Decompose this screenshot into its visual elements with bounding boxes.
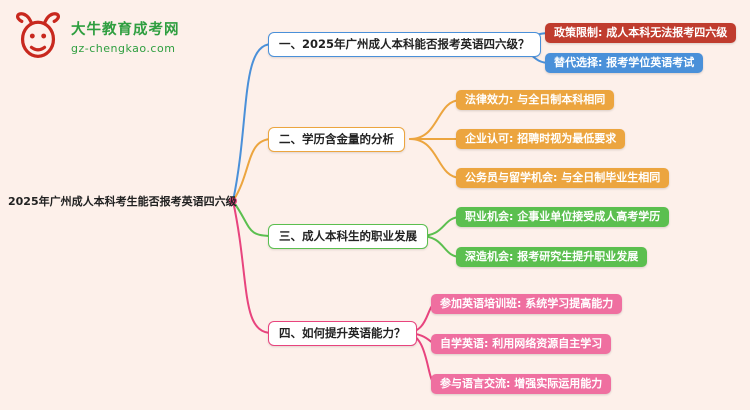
link-b2-c3 (409, 138, 462, 179)
child-node-3-2: 深造机会: 报考研究生提升职业发展 (456, 247, 648, 267)
child-node-1-1: 政策限制: 成人本科无法报考四六级 (545, 23, 737, 43)
link-root-branch-4 (232, 200, 273, 334)
child-node-3-1: 职业机会: 企事业单位接受成人高考学历 (456, 207, 670, 227)
site-logo: 大牛教育成考网 gz-chengkao.com (12, 10, 180, 62)
branch-node-2: 二、学历含金量的分析 (268, 127, 405, 152)
child-node-4-1: 参加英语培训班: 系统学习提高能力 (431, 294, 623, 314)
child-node-2-2: 企业认可: 招聘时视为最低要求 (456, 129, 626, 149)
link-root-branch-2 (232, 138, 273, 202)
logo-text-block: 大牛教育成考网 gz-chengkao.com (71, 18, 180, 55)
child-node-4-3: 参与语言交流: 增强实际运用能力 (431, 374, 612, 394)
child-node-1-2: 替代选择: 报考学位英语考试 (545, 53, 704, 73)
branch-node-3: 三、成人本科生的职业发展 (268, 224, 428, 249)
link-root-branch-3 (232, 200, 273, 237)
link-root-branch-1 (232, 43, 273, 202)
branch-node-4: 四、如何提升英语能力？ (268, 321, 417, 346)
ox-logo-icon (16, 12, 60, 58)
child-node-2-1: 法律效力: 与全日制本科相同 (456, 90, 615, 110)
child-node-2-3: 公务员与留学机会: 与全日制毕业生相同 (456, 168, 670, 188)
root-topic: 2025年广州成人本科考生能否报考英语四六级 (8, 195, 237, 208)
branch-node-1: 一、2025年广州成人本科能否报考英语四六级？ (268, 32, 541, 57)
brand-name: 大牛教育成考网 (71, 21, 180, 38)
brand-domain: gz-chengkao.com (71, 41, 176, 55)
link-b2-c1 (409, 99, 462, 140)
child-node-4-2: 自学英语: 利用网络资源自主学习 (431, 334, 612, 354)
